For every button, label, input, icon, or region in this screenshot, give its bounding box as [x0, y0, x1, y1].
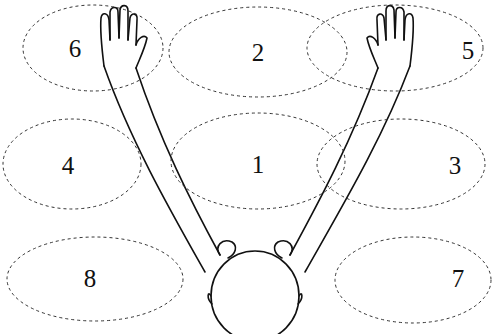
zone-number: 5 [462, 38, 475, 63]
zone-number: 3 [449, 153, 462, 178]
zone-number: 1 [252, 152, 265, 177]
zone-number: 4 [62, 153, 75, 178]
zone-ellipse: 7 [334, 236, 492, 324]
zone-ellipse: 6 [22, 4, 164, 92]
zone-number: 6 [69, 36, 82, 61]
zone-number: 2 [252, 40, 265, 65]
zone-ellipse: 2 [168, 6, 348, 98]
zone-ellipse: 8 [6, 236, 184, 322]
zone-ellipse: 5 [306, 4, 484, 92]
zone-outline [306, 4, 484, 92]
zone-ellipse: 1 [170, 112, 346, 210]
zone-number: 8 [84, 266, 97, 291]
zone-ellipse: 4 [2, 118, 142, 210]
zone-outline [334, 236, 492, 324]
zone-ellipse: 3 [316, 118, 486, 210]
zone-number: 7 [452, 266, 465, 291]
zone-outline [22, 4, 164, 92]
